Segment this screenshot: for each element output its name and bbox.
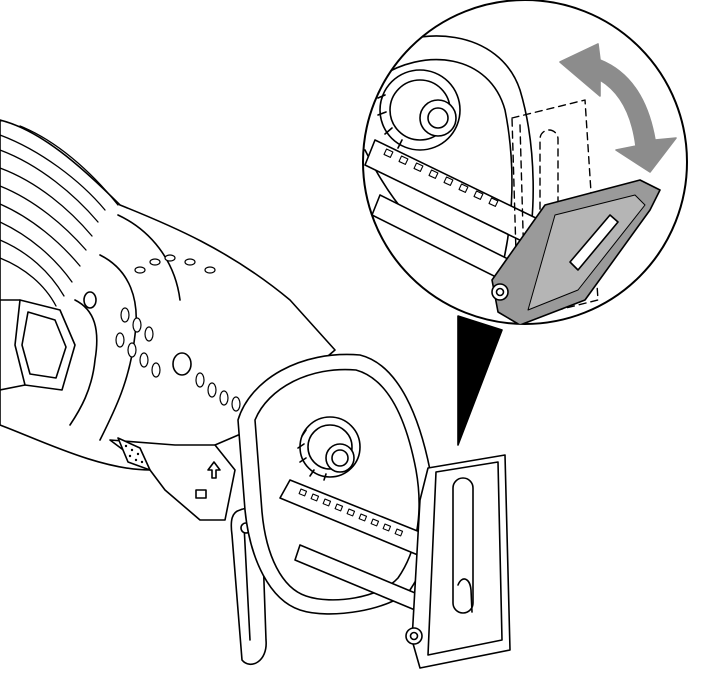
blade-rail bbox=[279, 479, 441, 611]
pivot-screw-icon bbox=[405, 627, 423, 645]
vent-slots bbox=[115, 254, 241, 412]
motor-housing bbox=[0, 119, 336, 471]
shoe-plate bbox=[405, 454, 511, 669]
pivot-screw-icon bbox=[491, 283, 509, 301]
detail-magnifier bbox=[362, 0, 688, 325]
double-headed-curved-arrow-icon bbox=[559, 43, 677, 173]
unlock-arrow-symbol bbox=[195, 461, 221, 499]
shoe-rotated-position bbox=[491, 179, 661, 324]
front-faceplate bbox=[237, 353, 441, 615]
blade-clamp-knob bbox=[297, 416, 361, 481]
callout-pointer bbox=[457, 315, 503, 446]
cooling-fins bbox=[0, 125, 119, 307]
